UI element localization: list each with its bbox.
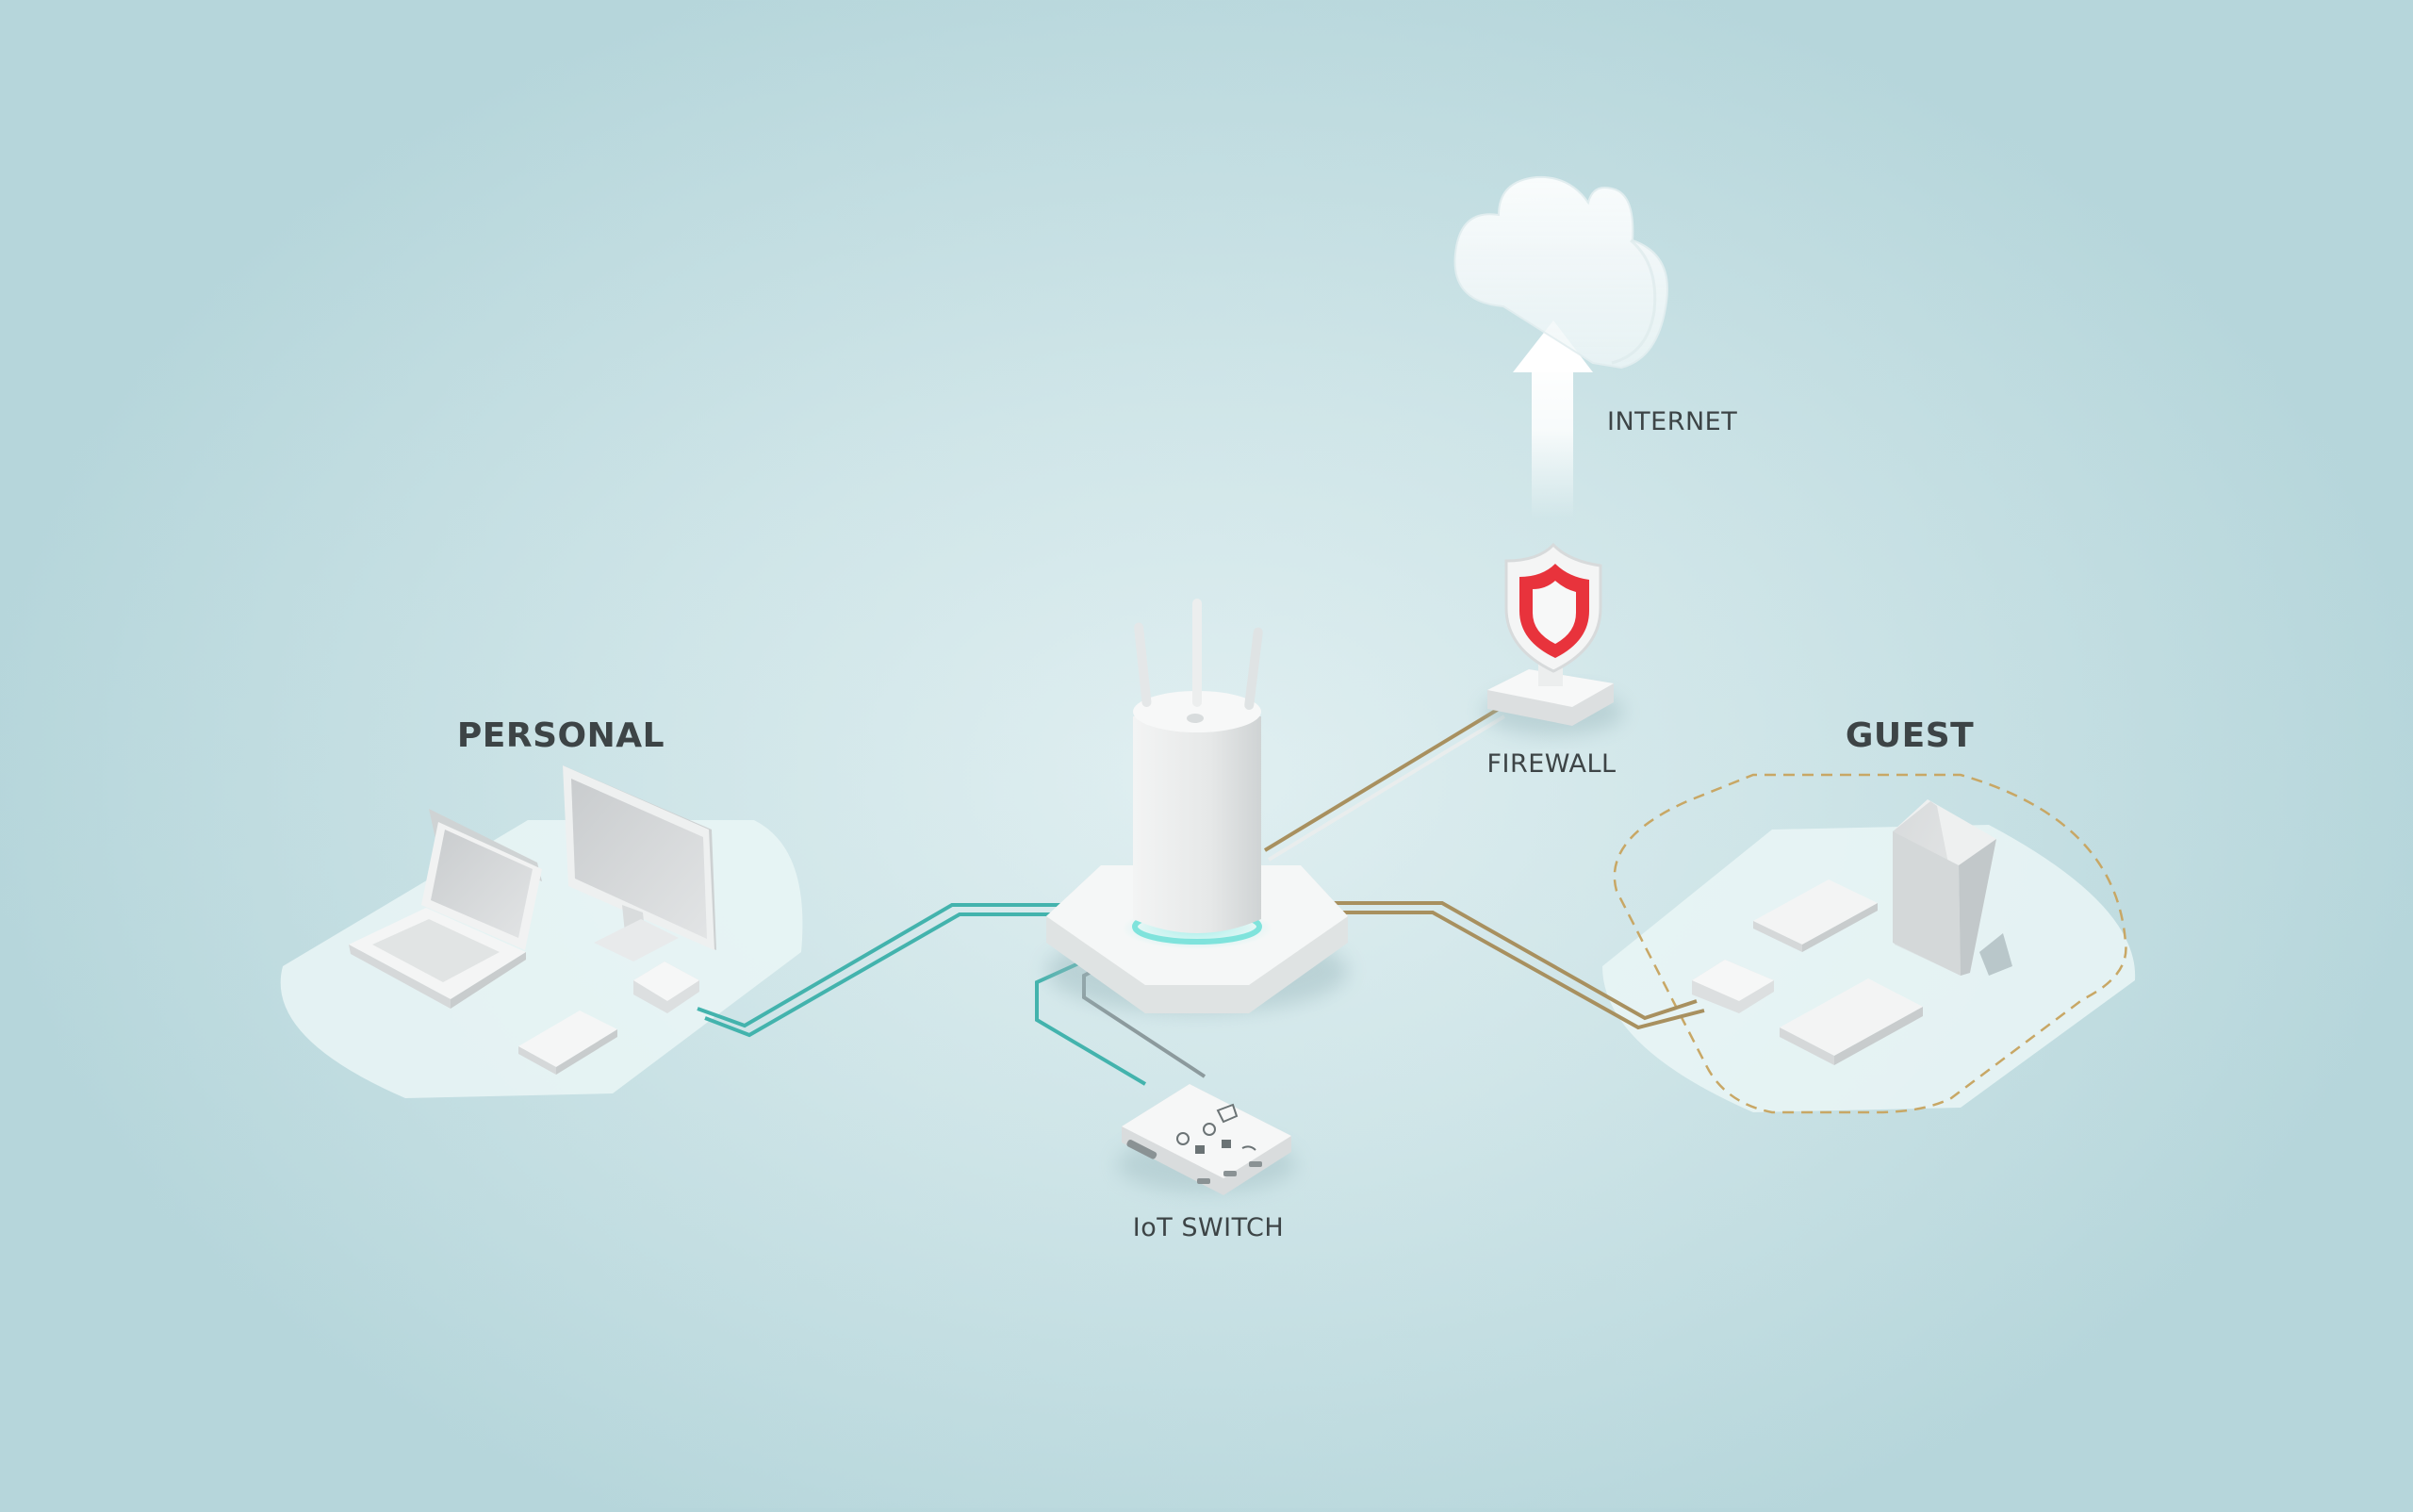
tablet-icon bbox=[1893, 799, 2012, 976]
guest-phone-top-icon bbox=[1753, 879, 1878, 952]
arrow-up-icon bbox=[1513, 320, 1593, 518]
guest-hub-icon bbox=[1692, 960, 1774, 1013]
guest-label: GUEST bbox=[1845, 716, 1975, 755]
personal-label: PERSONAL bbox=[456, 716, 665, 755]
guest-zone bbox=[1602, 773, 2136, 1114]
router-icon bbox=[1046, 599, 1348, 1013]
personal-link bbox=[697, 903, 1122, 1038]
switch-icon bbox=[1117, 1084, 1296, 1195]
phone-icon bbox=[518, 1011, 617, 1075]
firewall-icon bbox=[1483, 542, 1624, 735]
shield-icon bbox=[1504, 542, 1602, 673]
internet-label: INTERNET bbox=[1607, 407, 1738, 436]
personal-hub-icon bbox=[633, 961, 699, 1013]
firewall-label: FIREWALL bbox=[1486, 749, 1617, 779]
iot-switch-label: IoT SWITCH bbox=[1132, 1213, 1285, 1242]
laptop-icon bbox=[349, 809, 542, 1009]
firewall-link bbox=[1263, 707, 1506, 862]
guest-zone-boundary bbox=[1613, 773, 2127, 1114]
guest-phone-bottom-icon bbox=[1780, 978, 1923, 1065]
cloud-icon bbox=[1453, 175, 1668, 370]
monitor-icon bbox=[563, 765, 716, 961]
